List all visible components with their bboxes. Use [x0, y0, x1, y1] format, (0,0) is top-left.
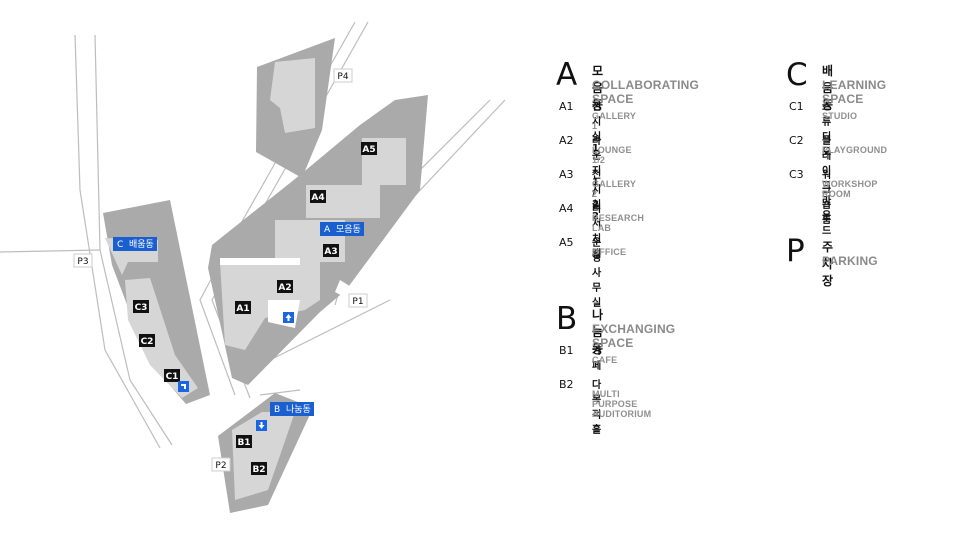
legend-item-code: A5	[559, 236, 574, 249]
label-c1: C1	[164, 369, 180, 382]
legend-item-en: RESEARCH LAB	[592, 213, 645, 233]
label-b1-text: B1	[237, 438, 250, 448]
zone-tag-a[interactable]: A 모음동	[320, 222, 364, 236]
legend-item-en: PLAYGROUND	[822, 145, 888, 155]
legend-group-c-name-ko: 배움동	[822, 64, 834, 112]
parking-p1-text: P1	[352, 297, 363, 307]
legend-item-ko: 리서치랩	[592, 204, 602, 260]
legend-group-b-name-en: EXCHANGING SPACE	[592, 322, 676, 350]
legend-item-ko: 전시실 1	[592, 102, 602, 154]
parking-p4-text: P4	[337, 72, 348, 82]
entrance-icon-b	[256, 420, 267, 431]
zone-tag-b[interactable]: B 나눔동	[270, 402, 314, 416]
legend-item-code: C3	[789, 168, 804, 181]
zone-tag-a-name: 모음동	[336, 224, 361, 235]
zone-tag-c-letter: C	[117, 240, 123, 250]
legend-item-code: A2	[559, 134, 574, 147]
label-a2: A2	[277, 280, 293, 293]
building-labels: A1 A2 A3 A4 A5 B1 B2 C1 C2 C3	[133, 142, 377, 475]
label-c2-text: C2	[141, 337, 154, 347]
legend-item-en: CAFE	[592, 355, 618, 365]
label-a2-text: A2	[278, 283, 291, 293]
label-a3-text: A3	[324, 247, 337, 257]
zone-tag-a-letter: A	[324, 225, 331, 235]
legend-group-a-name-ko: 모음동	[592, 64, 604, 112]
legend-item-en: STUDIO	[822, 111, 858, 121]
parking-p1: P1	[348, 293, 368, 308]
legend-item-en: WORKSHOP ROOM	[822, 179, 878, 199]
parking-p2: P2	[211, 457, 231, 472]
label-b2: B2	[251, 462, 267, 475]
parking-p3-text: P3	[77, 257, 88, 267]
legend-item-ko: 다목적홀	[592, 380, 602, 436]
entrance-icon-c	[178, 381, 189, 392]
legend-item-en: GALLERY 1	[592, 111, 636, 131]
zone-tag-c[interactable]: C 배움동	[113, 237, 157, 251]
legend-item-en: OFFICE	[592, 247, 627, 257]
legend-item-code: A1	[559, 100, 574, 113]
label-c1-text: C1	[166, 372, 179, 382]
legend-item-code: B2	[559, 378, 574, 391]
legend-group-a-name-en: COLLABORATING SPACE	[592, 78, 700, 106]
label-c3-text: C3	[135, 303, 148, 313]
zone-tag-b-name: 나눔동	[286, 404, 311, 415]
legend-item-ko: 플레이그라운드	[822, 136, 832, 237]
label-a4: A4	[310, 190, 326, 203]
legend-item-code: C2	[789, 134, 804, 147]
label-a1-text: A1	[236, 304, 249, 314]
legend-group-b-letter: B	[556, 301, 578, 337]
label-a3: A3	[323, 244, 339, 257]
parking-p3: P3	[73, 253, 93, 268]
parking-labels: P1 P2 P3 P4	[73, 68, 368, 472]
label-a5: A5	[361, 142, 377, 155]
label-a1: A1	[235, 301, 251, 314]
entrance-icon-a	[283, 312, 294, 323]
label-a5-text: A5	[362, 145, 375, 155]
legend-group-p-letter: P	[786, 233, 805, 269]
legend-group-b-name-ko: 나눔동	[592, 308, 604, 356]
buildings	[105, 58, 406, 500]
legend-item-code: A3	[559, 168, 574, 181]
campus-map: A1 A2 A3 A4 A5 B1 B2 C1 C2 C3 P1 P2 P3 P…	[0, 21, 506, 513]
label-b2-text: B2	[252, 465, 265, 475]
legend-group-c-name-en: LEARNING SPACE	[822, 78, 887, 106]
legend-item-ko: 운영사무실	[592, 238, 602, 309]
legend-item-ko: 카페	[592, 346, 602, 372]
label-c3: C3	[133, 300, 149, 313]
legend-group-p-name-en: PARKING	[822, 254, 878, 268]
legend-item-code: C1	[789, 100, 804, 113]
legend-item-en: MULTI PURPOSE AUDITORIUM	[592, 389, 652, 419]
legend-item-code: A4	[559, 202, 574, 215]
label-b1: B1	[236, 435, 252, 448]
legend-item-en: LOUNGE 1/2	[592, 145, 632, 165]
zone-tag-b-letter: B	[274, 405, 280, 415]
legend-item-ko: 스튜디오	[822, 102, 832, 158]
legend-item-code: B1	[559, 344, 574, 357]
legend-item-en: GALLERY 2	[592, 179, 636, 199]
legend-item-ko: 워크숍룸	[822, 170, 832, 226]
legend-item-ko: 전시실 2	[592, 170, 602, 222]
legend-group-a-letter: A	[556, 57, 578, 93]
legend-group-p-name-ko: 주차장	[822, 240, 834, 288]
label-a4-text: A4	[311, 193, 324, 203]
legend-item-ko: 라운지 1 / 2	[592, 136, 602, 210]
parking-p4: P4	[333, 68, 353, 83]
legend-group-c-letter: C	[786, 57, 808, 93]
zone-tag-c-name: 배움동	[129, 239, 154, 250]
parking-p2-text: P2	[215, 461, 226, 471]
label-c2: C2	[139, 334, 155, 347]
legend: A 모음동 COLLABORATING SPACE A1 전시실 1 GALLE…	[556, 58, 976, 478]
